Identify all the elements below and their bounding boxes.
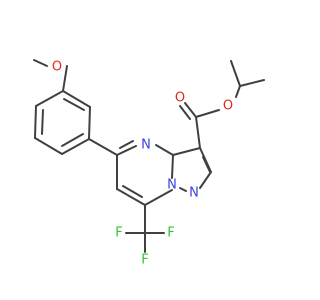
molecule-canvas: O O O N N N F F F	[33, 59, 265, 268]
bond-double	[41, 109, 44, 135]
bond-ipr-me1	[230, 60, 241, 87]
atom-f-bottom: F	[141, 253, 148, 268]
bond-ipr-me2	[239, 79, 265, 87]
bond	[199, 171, 212, 189]
bond-double	[63, 98, 85, 111]
pyrazole-ring	[172, 147, 212, 192]
bond-c-o-ester	[195, 109, 220, 118]
bond	[34, 137, 63, 155]
bond-o-ipr	[235, 85, 241, 98]
bond-double	[61, 133, 84, 147]
bond	[116, 188, 146, 206]
bond-double	[122, 185, 143, 198]
bond-aryl-core	[88, 138, 118, 156]
bond-double	[202, 156, 211, 173]
bond	[88, 106, 91, 140]
atom-f-right: F	[167, 226, 174, 241]
bond	[34, 105, 37, 139]
bond	[172, 147, 201, 156]
pyrimidine-ring	[116, 140, 174, 206]
methoxyphenyl-ring	[34, 90, 91, 155]
bond-c-o-double	[184, 102, 197, 118]
bond	[116, 145, 137, 156]
atom-n-bridge: N	[167, 178, 177, 193]
molecule-structure: O O O N N N F F F	[33, 59, 265, 268]
bond-o-ring	[62, 65, 68, 92]
bond	[61, 138, 90, 155]
bond	[144, 189, 173, 206]
bond-c-o-double-2	[179, 105, 191, 120]
atom-o-ester: O	[223, 99, 233, 114]
bond	[171, 154, 174, 179]
bond-nn	[179, 187, 187, 192]
bond	[62, 90, 91, 108]
bond-methyl	[33, 59, 48, 67]
bond	[35, 90, 64, 107]
atom-n-pyrimidine: N	[141, 138, 151, 153]
atom-f-left: F	[115, 226, 122, 241]
bond-double	[119, 140, 134, 149]
atom-o-methoxy: O	[52, 60, 62, 75]
atom-o-carbonyl: O	[175, 91, 185, 106]
bond	[155, 144, 174, 156]
bond-carbonyl-c	[195, 116, 201, 149]
atom-n-pyrazole: N	[189, 186, 199, 201]
